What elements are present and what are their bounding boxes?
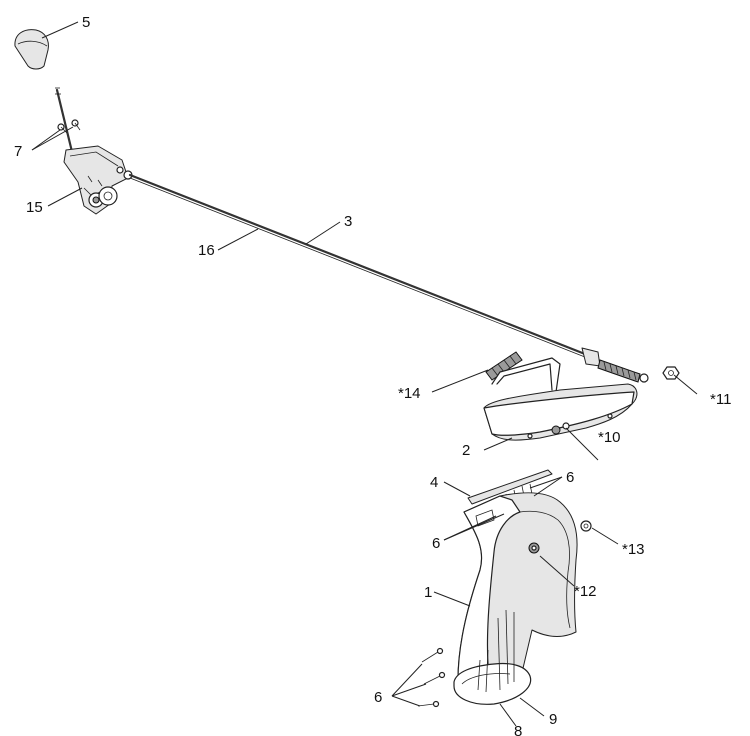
spring-14	[485, 351, 523, 381]
callout-1: 1	[424, 584, 432, 601]
callout-2: 2	[462, 442, 470, 459]
callout-5: 5	[82, 14, 90, 31]
callout-labels: 5 7 15 16 3 *14 *11 2 *10 4 6 6 *13 *12 …	[14, 14, 731, 736]
callout-6-upper-right: 6	[566, 469, 574, 486]
callout-14: *14	[398, 385, 421, 402]
shift-lever-rod	[55, 87, 76, 162]
leader-lines	[31, 21, 698, 727]
callout-9: 9	[549, 711, 557, 728]
callout-6-lower: 6	[374, 689, 382, 706]
washer-13	[580, 520, 592, 532]
chute-top-plate	[467, 469, 553, 505]
screws-7	[57, 119, 81, 134]
callout-10: *10	[598, 429, 621, 446]
shift-knob	[14, 29, 49, 70]
callout-6-middle: 6	[432, 535, 440, 552]
callout-8: 8	[514, 723, 522, 736]
callout-7: 7	[14, 143, 22, 160]
callout-3: 3	[344, 213, 352, 230]
callout-16: 16	[198, 242, 215, 259]
chute-deflector	[483, 357, 638, 441]
bolts-6-lower	[417, 647, 446, 708]
callout-11: *11	[710, 391, 731, 408]
callout-13: *13	[622, 541, 645, 558]
callout-15: 15	[26, 199, 43, 216]
cable-end-fitting	[581, 347, 649, 383]
control-cable	[128, 173, 592, 360]
callout-4: 4	[430, 474, 438, 491]
callout-12: *12	[574, 583, 597, 600]
shift-bracket-assembly	[63, 145, 133, 215]
chute-body	[453, 492, 578, 705]
